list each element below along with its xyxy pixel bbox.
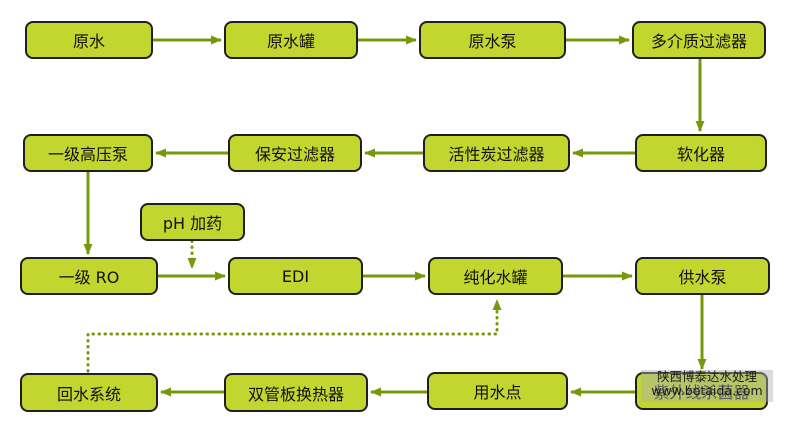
node-carbon-filter: 活性炭过滤器: [423, 134, 570, 172]
node-security-filter: 保安过滤器: [228, 134, 362, 172]
node-ro: 一级 RO: [20, 257, 158, 295]
node-raw-water: 原水: [25, 21, 153, 59]
node-heat-exchanger: 双管板换热器: [224, 373, 368, 412]
node-edi: EDI: [228, 257, 363, 295]
dotted-arrow-return-system-to-purified-tank: [86, 298, 502, 373]
node-uv-sterilizer: 紫外线杀菌器: [635, 372, 768, 410]
node-multimedia-filter: 多介质过滤器: [632, 21, 766, 59]
node-return-system: 回水系统: [20, 373, 158, 412]
node-raw-water-pump: 原水泵: [419, 21, 566, 59]
node-use-point: 用水点: [427, 372, 568, 410]
node-softener: 软化器: [635, 134, 767, 172]
node-purified-tank: 纯化水罐: [428, 257, 563, 295]
node-ph-dosing: pH 加药: [140, 203, 245, 241]
node-raw-water-tank: 原水罐: [224, 21, 358, 59]
node-hp-pump: 一级高压泵: [23, 134, 153, 172]
node-supply-pump: 供水泵: [635, 257, 770, 295]
